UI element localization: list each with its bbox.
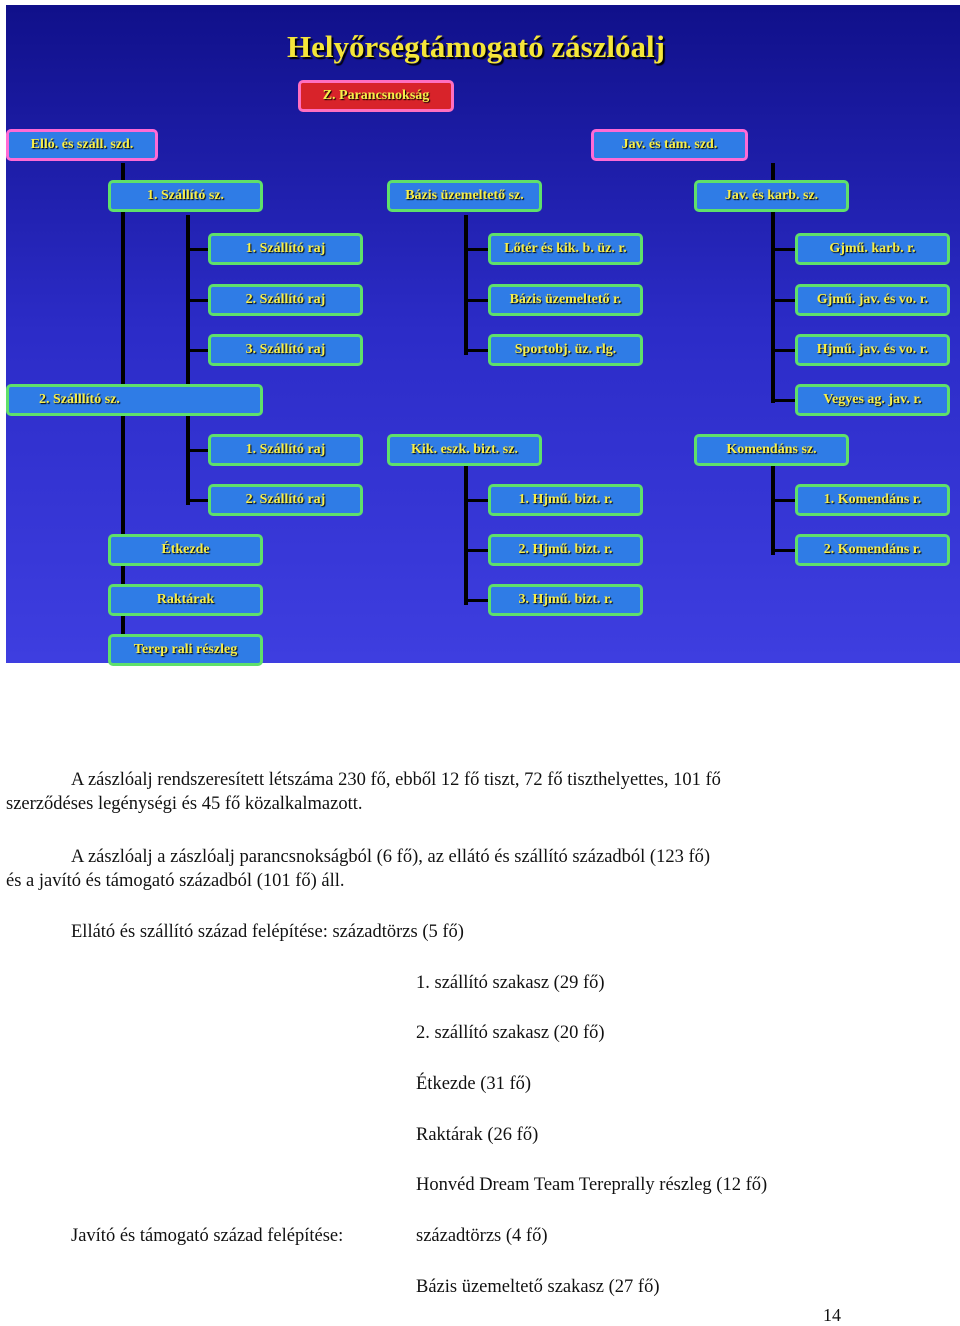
- company-box-right: Jav. és tám. szd.: [591, 129, 748, 161]
- page-number: 14: [823, 1305, 841, 1325]
- unit-box: Sportobj. üz. rlg.: [488, 334, 643, 366]
- section-label: Javító és támogató század felépítése:: [71, 1226, 344, 1246]
- list-item: 2. szállító szakasz (20 fő): [416, 1023, 605, 1043]
- unit-box: 2. Szállító raj: [208, 484, 363, 516]
- unit-box: 2. Szállító raj: [208, 284, 363, 316]
- connector: [186, 248, 214, 251]
- list-item: 1. szállító szakasz (29 fő): [416, 973, 605, 993]
- connector: [464, 299, 492, 302]
- connector: [464, 499, 492, 502]
- connector: [464, 599, 492, 602]
- paragraph-line: és a javító és támogató századból (101 f…: [6, 871, 345, 891]
- list-item: Bázis üzemeltető szakasz (27 fő): [416, 1277, 660, 1297]
- unit-box: Étkezde: [108, 534, 263, 566]
- list-item: Honvéd Dream Team Tereprally részleg (12…: [416, 1175, 768, 1195]
- connector: [464, 549, 492, 552]
- section-label: Ellátó és szállító század felépítése: sz…: [71, 922, 464, 942]
- connector: [186, 499, 214, 502]
- unit-box: 2. Komendáns r.: [795, 534, 950, 566]
- connector: [771, 549, 799, 552]
- unit-box: 1. Szállító sz.: [108, 180, 263, 212]
- unit-box: Bázis üzemeltető r.: [488, 284, 643, 316]
- paragraph-line: A zászlóalj rendszeresített létszáma 230…: [71, 770, 721, 790]
- connector: [771, 399, 799, 402]
- connector: [186, 349, 214, 352]
- unit-box: 1. Szállító raj: [208, 434, 363, 466]
- connector: [771, 499, 799, 502]
- paragraph-line: A zászlóalj a zászlóalj parancsnokságból…: [71, 847, 711, 867]
- unit-box: 2. Szálllító sz.: [6, 384, 263, 416]
- unit-box: 1. Szállító raj: [208, 233, 363, 265]
- unit-box: 1. Hjmű. bizt. r.: [488, 484, 643, 516]
- list-item: Étkezde (31 fő): [416, 1074, 532, 1094]
- connector: [771, 299, 799, 302]
- unit-box: Terep rali részleg: [108, 634, 263, 666]
- unit-box: Jav. és karb. sz.: [694, 180, 849, 212]
- connector: [464, 465, 468, 605]
- unit-box: Raktárak: [108, 584, 263, 616]
- connector: [464, 248, 492, 251]
- org-chart: Helyőrségtámogató zászlóalj Z. Parancsno…: [6, 5, 960, 666]
- unit-box: 1. Komendáns r.: [795, 484, 950, 516]
- connector: [771, 349, 799, 352]
- connector: [464, 349, 492, 352]
- chart-title: Helyőrségtámogató zászlóalj: [287, 29, 665, 64]
- company-box-left: Elló. és száll. szd.: [6, 129, 158, 161]
- connector: [771, 465, 775, 555]
- connector: [186, 449, 214, 452]
- unit-box: Kik. eszk. bizt. sz.: [387, 434, 542, 466]
- unit-box: Gjmű. karb. r.: [795, 233, 950, 265]
- unit-box: 3. Szállító raj: [208, 334, 363, 366]
- connector: [464, 215, 468, 355]
- connector: [186, 299, 214, 302]
- unit-box: Gjmű. jav. és vo. r.: [795, 284, 950, 316]
- command-box: Z. Parancsnokság: [298, 80, 454, 112]
- list-item: Raktárak (26 fő): [416, 1125, 539, 1145]
- unit-box: 2. Hjmű. bizt. r.: [488, 534, 643, 566]
- unit-box: Komendáns sz.: [694, 434, 849, 466]
- connector: [186, 215, 190, 505]
- connector: [771, 163, 775, 403]
- unit-box: Vegyes ag. jav. r.: [795, 384, 950, 416]
- paragraph-line: szerződéses legénységi és 45 fő közalkal…: [6, 794, 363, 814]
- unit-box: Hjmű. jav. és vo. r.: [795, 334, 950, 366]
- connector: [771, 248, 799, 251]
- unit-box: 3. Hjmű. bizt. r.: [488, 584, 643, 616]
- list-item: századtörzs (4 fő): [416, 1226, 548, 1246]
- unit-box: Lőtér és kik. b. üz. r.: [488, 233, 643, 265]
- unit-box: Bázis üzemeltető sz.: [387, 180, 542, 212]
